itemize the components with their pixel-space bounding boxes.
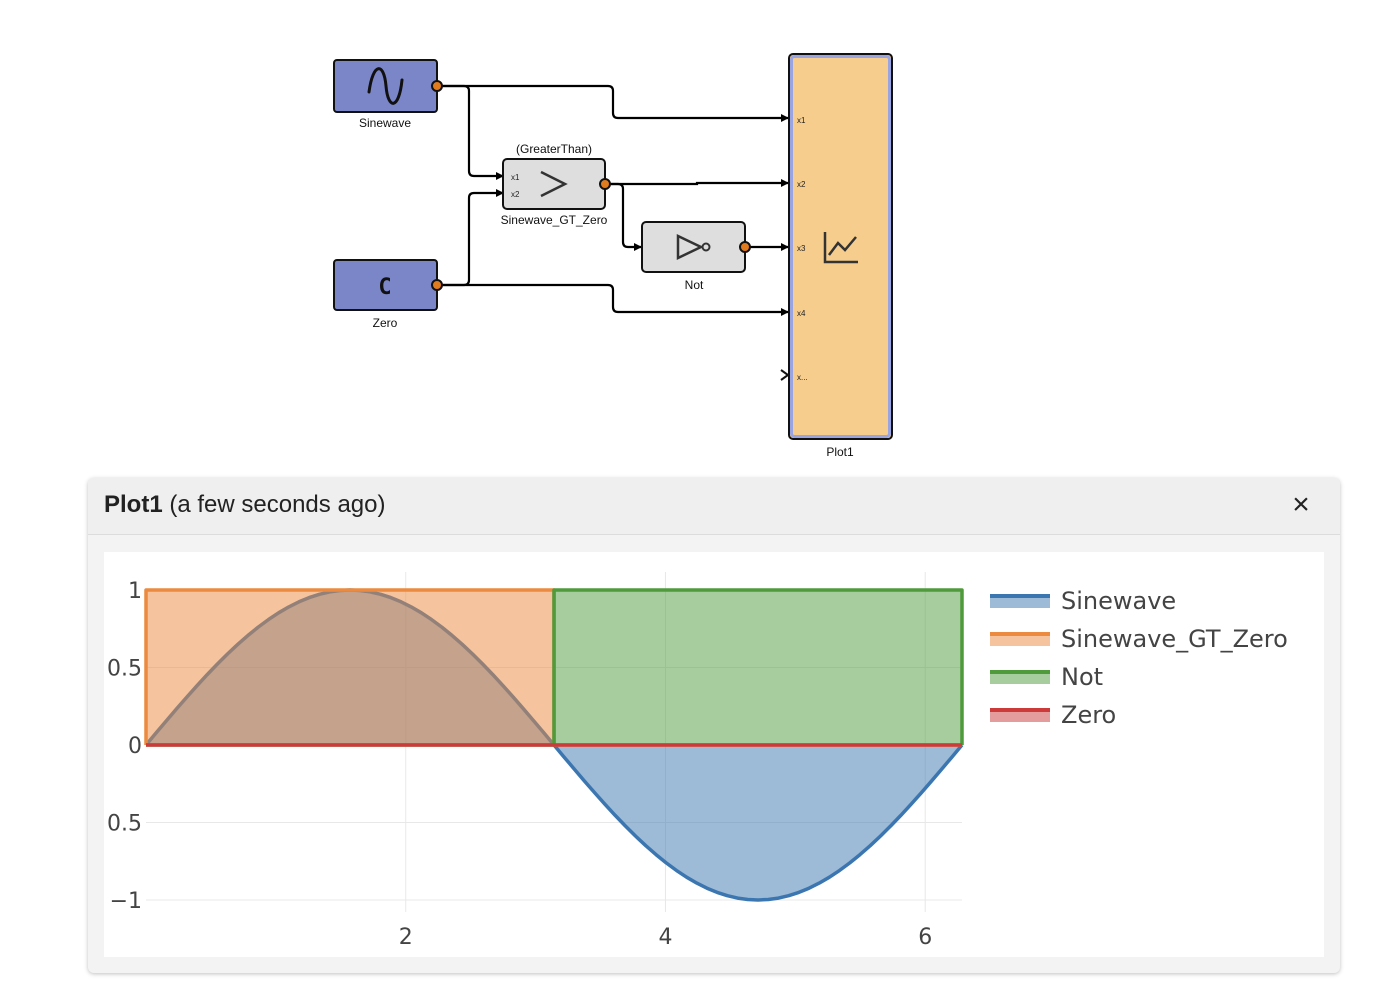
chart-svg[interactable]: 2 4 6 1 0.5 0 0.5 −1 SinewaveSinewave_GT_ZeroNot… bbox=[104, 552, 1324, 957]
block-diagram-canvas[interactable]: Sinewave C Zero (GreaterThan) x1 x2 Sine… bbox=[0, 0, 1378, 470]
zero-block[interactable]: C Zero bbox=[333, 259, 443, 330]
gt-input-x2-label: x2 bbox=[511, 190, 520, 199]
plot-panel: Plot1 (a few seconds ago) × 2 4 6 1 0.5 0 0.5 −… bbox=[88, 478, 1340, 973]
not-output-port[interactable] bbox=[739, 241, 751, 253]
plot-port-x4-label: x4 bbox=[797, 309, 806, 318]
greater-than-block-label: Sinewave_GT_Zero bbox=[501, 213, 608, 227]
sinewave-output-port[interactable] bbox=[431, 80, 443, 92]
not-gate-bubble-icon bbox=[701, 242, 711, 252]
plot1-block[interactable]: x1 x2 x3 x4 x... Plot1 bbox=[780, 53, 893, 459]
x-tick-label: 4 bbox=[658, 925, 672, 950]
y-tick-label: 0.5 bbox=[107, 812, 142, 837]
plot1-block-label: Plot1 bbox=[826, 445, 854, 459]
sine-wave-icon bbox=[367, 67, 404, 105]
not-block-label: Not bbox=[685, 278, 704, 292]
plot-port-x2-label: x2 bbox=[797, 180, 806, 189]
x-tick-label: 6 bbox=[918, 925, 932, 950]
plot-panel-title-name: Plot1 bbox=[104, 491, 163, 518]
constant-icon: C bbox=[378, 275, 391, 300]
x-tick-label: 2 bbox=[399, 925, 413, 950]
plot-panel-timestamp: (a few seconds ago) bbox=[169, 491, 386, 518]
y-tick-label: 1 bbox=[128, 579, 142, 604]
wire-zero-to-gt-x2[interactable] bbox=[437, 189, 504, 287]
not-gate-icon bbox=[676, 234, 704, 260]
sinewave-block[interactable]: Sinewave bbox=[333, 59, 443, 130]
plot-port-extra-chevron-icon[interactable] bbox=[780, 369, 790, 381]
close-icon[interactable]: × bbox=[1292, 488, 1310, 521]
wire-sinewave-to-plot-x1[interactable] bbox=[437, 84, 789, 122]
zero-output-port[interactable] bbox=[431, 279, 443, 291]
gt-input-x1-label: x1 bbox=[511, 173, 520, 182]
plot-port-extra-label: x... bbox=[797, 373, 808, 382]
sinewave-block-label: Sinewave bbox=[359, 116, 411, 130]
zero-block-label: Zero bbox=[373, 316, 398, 330]
wire-sinewave-to-gt-x1[interactable] bbox=[437, 84, 504, 180]
wire-zero-to-plot-x4[interactable] bbox=[437, 283, 789, 316]
not-block[interactable]: Not bbox=[641, 221, 751, 292]
legend-label[interactable]: Zero bbox=[1061, 701, 1116, 729]
wire-gt-to-not[interactable] bbox=[605, 182, 642, 251]
plot-panel-header: Plot1 (a few seconds ago) × bbox=[88, 478, 1340, 535]
legend-label[interactable]: Not bbox=[1061, 663, 1103, 691]
plot-port-x1-label: x1 bbox=[797, 116, 806, 125]
greater-than-type-label: (GreaterThan) bbox=[516, 142, 592, 156]
plot-port-x3-label: x3 bbox=[797, 244, 806, 253]
y-tick-label: 0.5 bbox=[107, 657, 142, 682]
wires bbox=[437, 84, 789, 316]
legend-label[interactable]: Sinewave bbox=[1061, 587, 1176, 615]
y-tick-label: 0 bbox=[128, 734, 142, 759]
greater-than-block[interactable]: (GreaterThan) x1 x2 Sinewave_GT_Zero bbox=[501, 142, 611, 227]
legend-label[interactable]: Sinewave_GT_Zero bbox=[1061, 625, 1288, 653]
plot-panel-title: Plot1 (a few seconds ago) bbox=[104, 491, 385, 519]
wire-gt-to-plot-x2[interactable] bbox=[605, 179, 789, 187]
greater-than-icon bbox=[540, 170, 568, 198]
y-tick-label: −1 bbox=[110, 889, 142, 914]
line-chart-icon bbox=[823, 232, 858, 264]
gt-output-port[interactable] bbox=[599, 178, 611, 190]
